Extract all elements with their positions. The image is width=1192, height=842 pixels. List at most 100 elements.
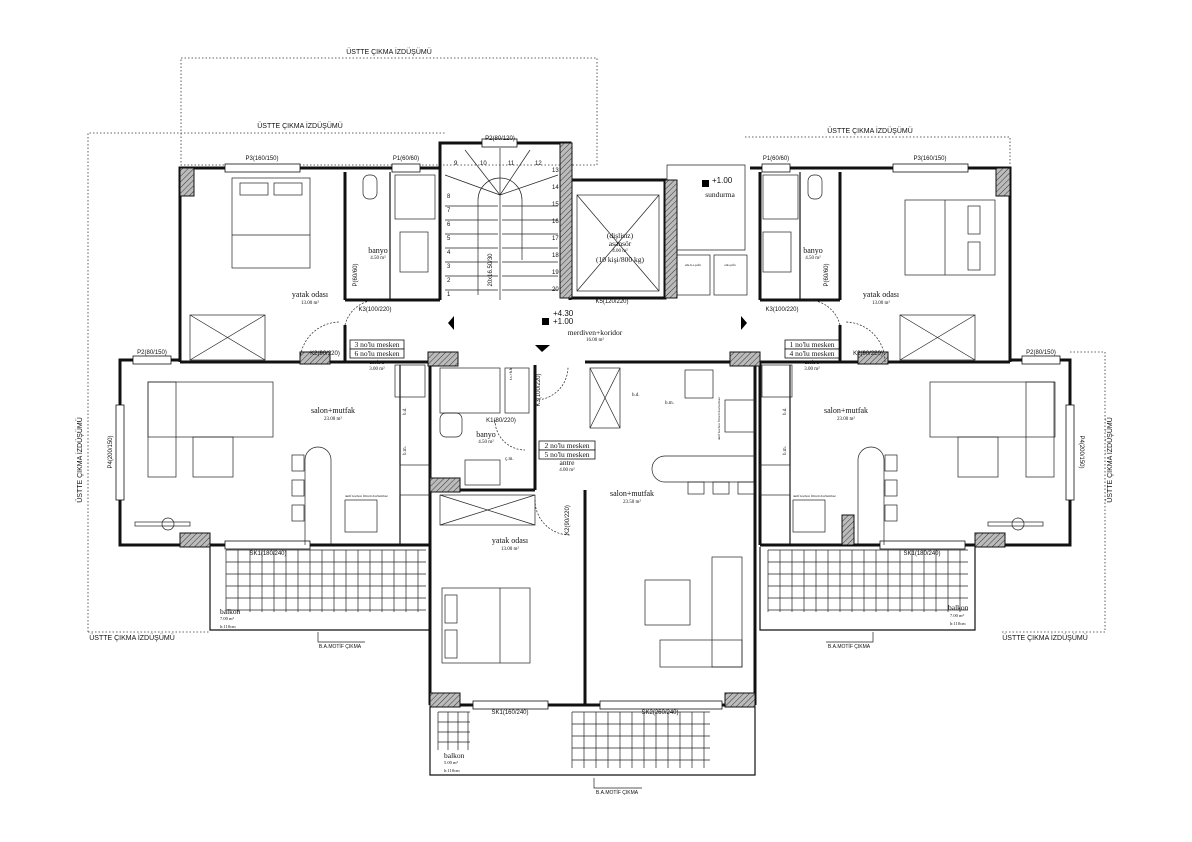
bathroom-fixtures [362,174,823,486]
fixture-label: b.d. [783,408,788,416]
door-label: K3(100/220) [358,307,391,313]
window-label: SK2(260/240) [641,710,678,716]
stair-winder [464,149,501,196]
balcony-name: balkon [444,751,465,760]
room-name: antre [370,357,386,366]
arrow-right-icon [741,316,747,330]
room-name: banyo [476,430,496,439]
stair-step-number: 16 [552,219,559,225]
room-name: asansör [609,239,632,248]
projection-label-bottom-left: ÜSTTE ÇIKMA İZDÜŞÜMÜ [89,633,175,642]
window-label: P1(60/60) [763,156,789,162]
stair-step-number: 19 [552,270,559,276]
projection-label-right: ÜSTTE ÇIKMA İZDÜŞÜMÜ [1105,417,1114,503]
unit-label: 4 no'lu mesken [789,349,834,358]
fixture-label: ç.m. [505,457,514,462]
window-label: P4(200/150) [108,435,114,468]
room-name: yatak odası [492,536,529,545]
room-name: salon+mutfak [610,489,654,498]
projection-label-left: ÜSTTE ÇIKMA İZDÜŞÜMÜ [75,417,84,503]
room-name: yatak odası [292,290,329,299]
arrow-down-icon [535,345,550,352]
door-label: K3(100/220) [765,307,798,313]
projection-label-upper-right: ÜSTTE ÇIKMA İZDÜŞÜMÜ [827,126,913,135]
room-area: 23.00 m² [837,416,855,422]
hood-label: aktif karbon filtreli davlumbaz [345,494,388,498]
window-label: P2(80/120) [485,136,515,142]
window-label: SK1(160/240) [491,710,528,716]
room-area: 23.00 m² [324,416,342,422]
room-area: 13.00 m² [501,546,519,552]
stair-winder [499,174,559,196]
room-area: 13.00 m² [872,300,890,306]
door-label: K2(90/220) [853,351,883,357]
door-label: K2(90/220) [310,351,340,357]
stair-step-number: 10 [480,161,487,167]
unit-label: 5 no'lu mesken [544,450,589,459]
balcony-height: h:110cm [220,624,236,629]
hood-label: aktif karbon filtreli davlumbaz [717,397,721,440]
level-marker-icon [702,180,709,187]
window-label: P2(80/150) [137,350,167,356]
beds [189,177,996,664]
room-area: 13.00 m² [301,300,319,306]
unit-label: 2 no'lu mesken [544,441,589,450]
window-label: P3(160/150) [245,156,278,162]
stair-step-number: 15 [552,202,559,208]
stair-step-number: 9 [454,161,458,167]
room-area: 4.50 m² [805,255,821,261]
unit-label: 1 no'lu mesken [789,340,834,349]
room-area: 3.00 m² [369,366,385,372]
stair-step-number: 2 [447,278,451,284]
room-name: yatak odası [863,290,900,299]
balcony-area: 7.00 m² [220,616,235,621]
door-label: P(60/60) [353,263,359,286]
window-label: SK1(180/240) [903,551,940,557]
room-name: antre [560,458,576,467]
stair-dimension: 20x16.50/30 [488,253,494,287]
door-label: P(60/60) [824,263,830,286]
room-area: 4.00 m² [559,467,575,473]
stair-step-number: 14 [552,185,559,191]
stair-step-number: 8 [447,194,451,200]
stair-step-number: 12 [535,161,542,167]
stair-step-number: 18 [552,253,559,259]
stair-winder [499,149,531,196]
shaft-label: elk.h.s.şaftı [685,263,701,267]
shaft-label: elk.şaftı [724,263,735,267]
arrow-left-icon [448,316,454,330]
fixture-label: b.d. [632,393,640,398]
door-label: K3(100/220) [536,373,542,406]
windows [115,138,1075,710]
room-area: 23.50 m² [623,499,641,505]
window-label: P3(160/150) [913,156,946,162]
fixture-label: b.d. [403,408,408,416]
unit-label: 6 no'lu mesken [354,349,399,358]
room-area: 16.00 m² [586,337,604,343]
stair-step-number: 3 [447,264,451,270]
fixture-label: b.m. [665,401,674,406]
stair-step-number: 13 [552,168,559,174]
room-name: banyo [368,246,388,255]
level-mark: +1.00 [712,176,733,185]
room-area: 3.00 m² [804,366,820,372]
level-marker-icon [542,318,549,325]
balconies [209,547,976,776]
room-name: merdiven+koridor [568,328,623,337]
window-label: P2(80/150) [1026,350,1056,356]
balcony-area: 7.00 m² [950,613,965,618]
room-name: salon+mutfak [824,406,868,415]
columns [179,142,1011,708]
motif-label-right: B.A.MOTİF ÇIKMA [828,643,871,650]
stair-step-number: 11 [508,161,515,167]
room-area: 4.00 m² [612,248,628,254]
door-label: K5(120/220) [595,299,628,305]
stair-walkline [477,177,523,295]
projection-outlines [87,57,1106,633]
balcony-height: h:110cm [444,768,460,773]
fixture-label: b.m. [783,446,788,455]
room-name: salon+mutfak [311,406,355,415]
fixture-label: b.m. [403,446,408,455]
